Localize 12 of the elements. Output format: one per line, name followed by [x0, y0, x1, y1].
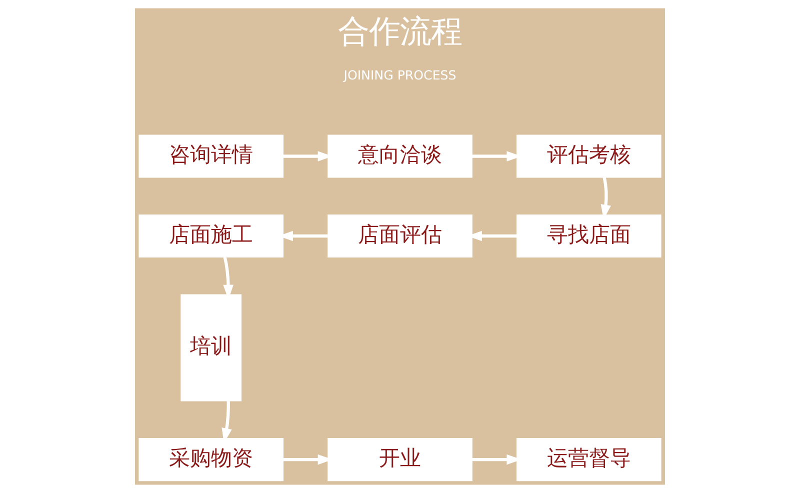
label: JOINING PROCESS [344, 68, 456, 83]
node-box: 咨询详情 [138, 134, 284, 178]
node-box: 培训 [180, 294, 242, 402]
node-box: 店面施工 [138, 214, 284, 258]
node-box: 开业 [328, 438, 472, 482]
diagram-title: 合作流程 [338, 14, 462, 50]
node-box: 采购物资 [138, 438, 284, 482]
node-box: 寻找店面 [516, 214, 662, 258]
node-box: 运营督导 [516, 438, 662, 482]
node-box: 评估考核 [516, 134, 662, 178]
node-box: 意向洽谈 [328, 134, 472, 178]
node-box: 店面评估 [328, 214, 472, 258]
